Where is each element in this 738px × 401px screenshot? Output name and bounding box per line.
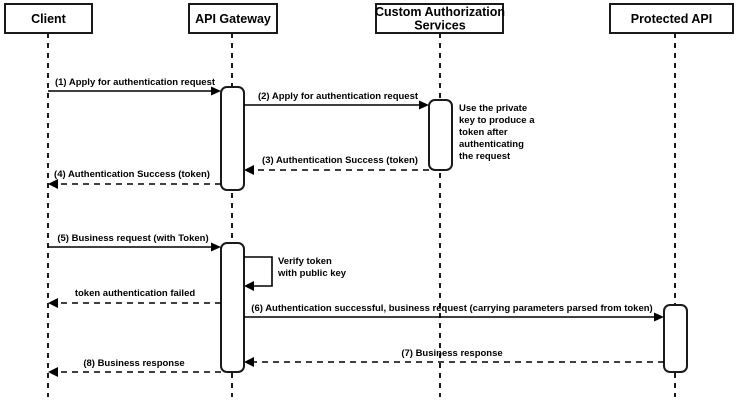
participant-label-client: Client — [31, 12, 67, 26]
note-private-key-line2: key to produce a — [459, 115, 535, 126]
self-message-verify-token-path — [244, 256, 273, 287]
message-3[interactable]: (3) Authentication Success (token) — [244, 155, 429, 175]
participant-label-api-gateway: API Gateway — [195, 12, 271, 26]
message-1[interactable]: (1) Apply for authentication request — [48, 77, 221, 96]
note-private-key-line5: the request — [459, 151, 511, 162]
message-4[interactable]: (4) Authentication Success (token) — [48, 169, 221, 189]
message-5-arrowhead — [211, 242, 221, 252]
self-message-verify-token-label-line2: with public key — [277, 268, 347, 279]
participant-box-api-gateway[interactable] — [188, 3, 278, 34]
activation-api-gateway-business[interactable] — [220, 242, 245, 373]
message-7-label: (7) Business response — [401, 348, 502, 359]
message-6-label: (6) Authentication successful, business … — [251, 303, 652, 314]
self-message-verify-token-arrowhead — [244, 281, 254, 291]
message-1-arrowhead — [211, 86, 221, 96]
message-1-label: (1) Apply for authentication request — [55, 77, 216, 88]
message-7[interactable]: (7) Business response — [244, 348, 664, 367]
message-4-arrowhead — [48, 179, 58, 189]
message-2[interactable]: (2) Apply for authentication request — [244, 91, 429, 110]
message-token-authentication-failed[interactable]: token authentication failed — [48, 288, 221, 308]
participant-custom-authorization-services[interactable]: Custom Authorization Services — [375, 3, 505, 34]
message-3-arrowhead — [244, 165, 254, 175]
message-6[interactable]: (6) Authentication successful, business … — [244, 303, 664, 322]
activation-custom-authorization-services[interactable] — [428, 99, 453, 171]
self-message-verify-token-label-line1: Verify token — [278, 256, 332, 267]
message-7-arrowhead — [244, 357, 254, 367]
message-token-authentication-failed-label: token authentication failed — [75, 288, 196, 299]
participant-box-custom-authorization-services[interactable] — [375, 3, 504, 34]
activation-protected-api[interactable] — [663, 304, 688, 373]
participant-label-custom-authorization-services-line2: Services — [414, 18, 465, 32]
activation-api-gateway-auth[interactable] — [220, 86, 245, 191]
participant-api-gateway[interactable]: API Gateway — [188, 3, 278, 34]
message-5-label: (5) Business request (with Token) — [57, 233, 208, 244]
message-3-label: (3) Authentication Success (token) — [262, 155, 418, 166]
participant-protected-api[interactable]: Protected API — [609, 3, 734, 34]
message-8-label: (8) Business response — [83, 358, 184, 369]
participant-label-protected-api: Protected API — [631, 12, 713, 26]
participant-client[interactable]: Client — [4, 3, 93, 34]
participant-box-protected-api[interactable] — [609, 3, 734, 34]
message-6-arrowhead — [654, 312, 664, 322]
participant-box-client[interactable] — [4, 3, 93, 34]
message-4-label: (4) Authentication Success (token) — [54, 169, 210, 180]
message-8[interactable]: (8) Business response — [48, 358, 221, 377]
message-2-label: (2) Apply for authentication request — [258, 91, 419, 102]
message-token-authentication-failed-arrowhead — [48, 298, 58, 308]
note-private-key-line1: Use the private — [459, 103, 527, 114]
message-5[interactable]: (5) Business request (with Token) — [48, 233, 221, 252]
message-2-arrowhead — [419, 100, 429, 110]
activation-bars-group — [220, 86, 688, 373]
participant-label-custom-authorization-services-line1: Custom Authorization — [375, 5, 505, 19]
note-private-key: Use the private key to produce a token a… — [459, 103, 535, 162]
note-private-key-line4: authenticating — [459, 139, 524, 150]
note-private-key-line3: token after — [459, 127, 508, 138]
message-8-arrowhead — [48, 367, 58, 377]
self-message-verify-token[interactable]: Verify token with public key — [244, 256, 347, 291]
